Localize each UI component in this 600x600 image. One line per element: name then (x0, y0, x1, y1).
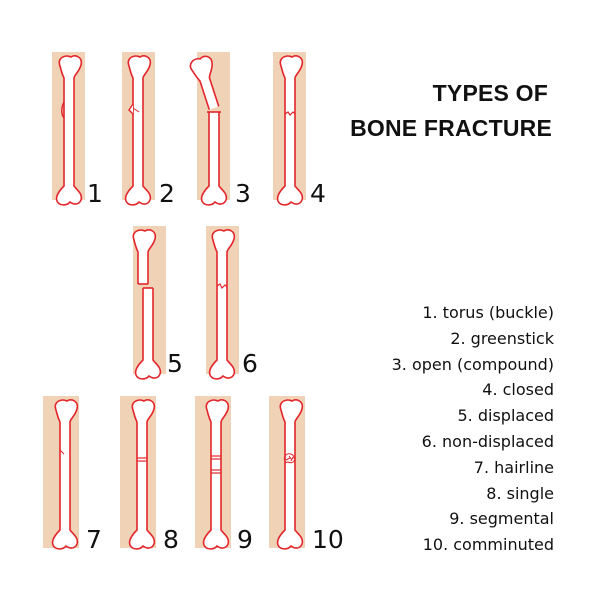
legend-item: 2. greenstick (450, 328, 554, 348)
femur-bone (208, 229, 236, 380)
bone-number-label: 5 (167, 349, 183, 378)
femur-bone (202, 399, 230, 550)
bone-number-label: 3 (235, 179, 251, 208)
femur-bone (185, 53, 243, 206)
bone-number-label: 7 (86, 525, 102, 554)
fracture-legend: 1. torus (buckle) 2. greenstick 3. open … (392, 300, 554, 558)
legend-item: 4. closed (482, 380, 554, 400)
bone-panel-6: 6 (206, 226, 258, 380)
bone-panel-7: 7 (43, 396, 102, 554)
bone-number-label: 4 (310, 179, 326, 208)
bone-number-label: 2 (159, 179, 175, 208)
bone-number-label: 8 (163, 525, 179, 554)
bone-panel-4: 4 (273, 52, 326, 208)
legend-item: 5. displaced (457, 406, 555, 426)
femur-bone (128, 399, 156, 550)
femur-bone (276, 55, 304, 206)
bone-number-label: 6 (242, 349, 258, 378)
title-line-1: TYPES OF (432, 80, 548, 106)
bone-panel-2: 2 (122, 52, 175, 208)
legend-item: 8. single (486, 483, 554, 503)
legend-item: 3. open (compound) (391, 354, 554, 374)
bone-panel-9: 9 (195, 396, 253, 554)
legend-item: 9. segmental (449, 509, 554, 529)
bone-number-label: 10 (312, 525, 344, 554)
bone-panel-8: 8 (120, 396, 179, 554)
legend-item: 10. comminuted (422, 535, 554, 555)
title-line-2: BONE FRACTURE (350, 115, 552, 141)
femur-bone (124, 55, 152, 206)
femur-bone (51, 399, 79, 550)
bone-number-label: 9 (237, 525, 253, 554)
legend-item: 7. hairline (473, 457, 554, 477)
femur-bone (129, 229, 162, 380)
femur-bone (276, 399, 304, 550)
legend-item: 1. torus (buckle) (422, 303, 554, 322)
bone-panel-10: 10 (269, 396, 344, 554)
bone-number-label: 1 (87, 179, 103, 208)
legend-item: 6. non-displaced (421, 431, 554, 451)
bone-panel-1: 1 (52, 52, 103, 208)
bone-panel-3: 3 (185, 52, 251, 208)
bone-panel-5: 5 (129, 226, 183, 380)
femur-bone (55, 55, 83, 206)
